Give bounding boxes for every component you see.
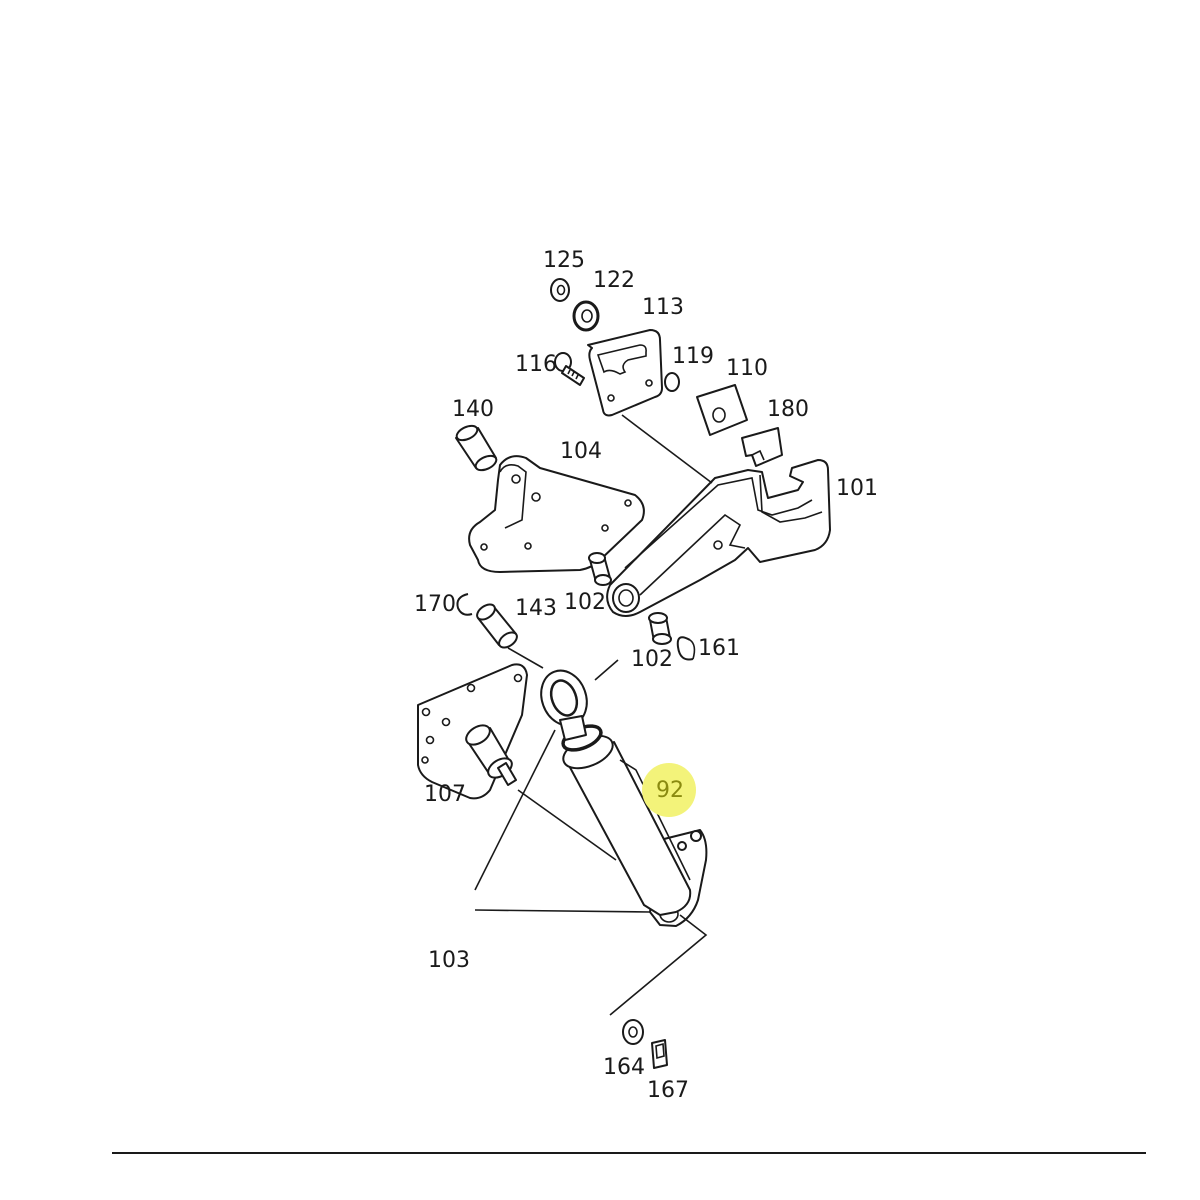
callout-167[interactable]: 167	[647, 1078, 689, 1103]
leader-lines	[474, 414, 713, 1016]
callout-101[interactable]: 101	[836, 476, 878, 501]
part-167-clipnut	[651, 1039, 668, 1069]
callout-92-highlight	[642, 763, 696, 817]
part-161-circlip	[676, 636, 696, 661]
callout-116[interactable]: 116	[515, 352, 557, 377]
callout-110[interactable]: 110	[726, 356, 768, 381]
part-104-bracket	[468, 455, 645, 573]
part-122-washer	[572, 300, 600, 332]
callout-143[interactable]: 143	[515, 596, 557, 621]
part-107-mount	[417, 663, 528, 800]
part-119-ring	[664, 372, 680, 392]
callout-180[interactable]: 180	[767, 397, 809, 422]
part-102-bushing-lower	[648, 612, 672, 645]
part-125-washer	[550, 278, 570, 302]
callout-92[interactable]: 92	[656, 778, 684, 803]
callout-102-upper[interactable]: 102	[564, 590, 606, 615]
callout-140[interactable]: 140	[452, 397, 494, 422]
part-101-lever	[606, 459, 831, 617]
part-110-pad	[696, 384, 748, 436]
callout-102-lower[interactable]: 102	[631, 647, 673, 672]
part-103-strut	[540, 669, 708, 927]
callout-113[interactable]: 113	[642, 295, 684, 320]
part-143-pin	[476, 603, 518, 649]
part-164-washer	[622, 1019, 644, 1045]
callout-labels: 125 122 113 116 119 110 140 180 104 101 …	[414, 248, 878, 1103]
part-180-clip	[741, 427, 783, 467]
part-140-sleeve	[455, 424, 498, 472]
callout-164[interactable]: 164	[603, 1055, 645, 1080]
callout-125[interactable]: 125	[543, 248, 585, 273]
part-116-bolt	[554, 352, 585, 386]
callout-122[interactable]: 122	[593, 268, 635, 293]
callout-107[interactable]: 107	[424, 782, 466, 807]
part-170-eclip	[456, 593, 473, 616]
callout-103[interactable]: 103	[428, 948, 470, 973]
callout-170[interactable]: 170	[414, 592, 456, 617]
part-102-bushing-upper	[588, 552, 612, 586]
part-113-plate	[587, 329, 663, 417]
callout-119[interactable]: 119	[672, 344, 714, 369]
callout-104[interactable]: 104	[560, 439, 602, 464]
callout-161[interactable]: 161	[698, 636, 740, 661]
